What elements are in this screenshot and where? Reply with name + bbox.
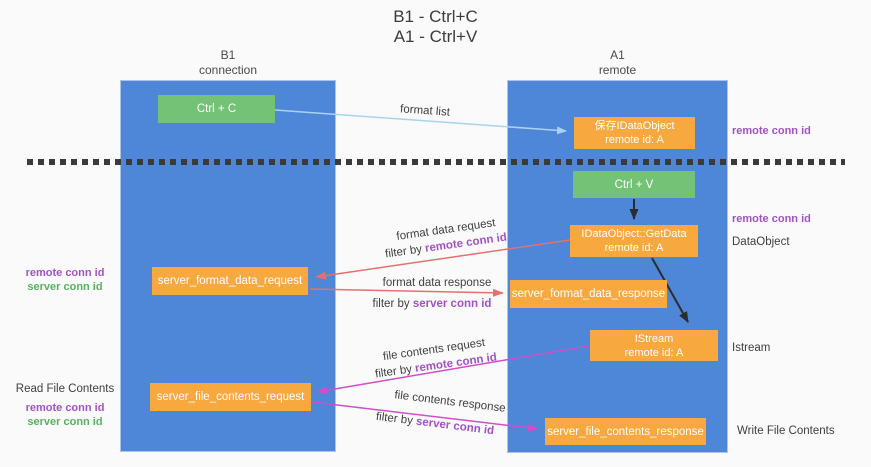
diagram-title: B1 - Ctrl+C A1 - Ctrl+V	[0, 7, 871, 47]
box-ctrl-v-label: Ctrl + V	[614, 178, 654, 191]
box-ctrl-c: Ctrl + C	[158, 95, 275, 123]
box-save-idataobject-line2: remote id: A	[605, 134, 664, 146]
box-server-file-contents-response-label: server_file_contents_response	[547, 425, 704, 438]
box-istream-line1: IStream	[634, 332, 674, 345]
box-idataobject-getdata: IDataObject::GetData remote id: A	[570, 225, 698, 257]
filter-by-text-2: filter by	[372, 298, 413, 310]
filter-key-server-2: server conn id	[415, 415, 495, 438]
label-format-list: format list	[399, 103, 451, 119]
box-server-file-contents-request: server_file_contents_request	[150, 383, 311, 411]
title-line-b1: B1 - Ctrl+C	[393, 7, 478, 26]
box-ctrl-c-label: Ctrl + C	[196, 103, 237, 115]
label-server-conn-id-left2: server conn id	[27, 416, 103, 428]
lane-header-a1: A1 remote	[507, 48, 728, 78]
label-server-conn-id-left: server conn id	[27, 281, 103, 293]
label-format-data-response: format data response	[382, 277, 492, 289]
label-remote-conn-id-mid: remote conn id	[732, 213, 811, 225]
label-istream: Istream	[732, 342, 771, 354]
lane-b1-name: B1	[220, 48, 236, 62]
box-server-file-contents-request-label: server_file_contents_request	[156, 391, 305, 403]
filter-by-text-3: filter by	[374, 362, 416, 381]
label-remote-conn-id-top: remote conn id	[732, 125, 811, 137]
box-save-idataobject-line1: 保存IDataObject	[594, 120, 675, 132]
label-write-file-contents: Write File Contents	[737, 425, 835, 437]
filter-key-server-1: server conn id	[412, 298, 492, 310]
session-divider-dashed-line	[27, 159, 845, 165]
filter-by-text-1: filter by	[384, 242, 426, 261]
box-server-format-data-response-label: server_format_data_response	[511, 288, 666, 300]
lane-a1-role: remote	[598, 63, 637, 77]
label-dataobject: DataObject	[732, 236, 790, 248]
label-read-file-contents: Read File Contents	[15, 383, 115, 395]
box-server-format-data-response: server_format_data_response	[510, 280, 667, 308]
lane-b1-role: connection	[198, 63, 258, 77]
box-idataobject-getdata-line2: remote id: A	[604, 242, 664, 254]
label-remote-conn-id-left2: remote conn id	[25, 402, 105, 414]
box-server-format-data-request: server_format_data_request	[152, 267, 308, 295]
box-server-file-contents-response: server_file_contents_response	[545, 418, 706, 445]
filter-by-text-4: filter by	[375, 410, 417, 428]
box-server-format-data-request-label: server_format_data_request	[157, 275, 303, 287]
label-file-contents-response-filter: filter by server conn id	[375, 411, 494, 437]
label-file-contents-response: file contents response	[393, 389, 507, 415]
arrow-format-data-response	[309, 288, 504, 297]
box-istream-line2: remote id: A	[624, 346, 684, 359]
label-format-data-response-filter: filter by server conn id	[373, 298, 492, 310]
label-left-conn-ids-format: remote conn id server conn id	[5, 266, 125, 294]
lane-header-b1: B1 connection	[120, 48, 336, 78]
box-idataobject-getdata-line1: IDataObject::GetData	[581, 228, 687, 240]
label-left-conn-ids-file: remote conn id server conn id	[5, 401, 125, 429]
box-istream: IStream remote id: A	[590, 330, 718, 361]
label-remote-conn-id-left: remote conn id	[25, 267, 105, 279]
box-ctrl-v: Ctrl + V	[573, 171, 695, 198]
title-line-a1: A1 - Ctrl+V	[393, 27, 478, 46]
box-save-idataobject: 保存IDataObject remote id: A	[574, 117, 695, 149]
lane-a1-name: A1	[610, 48, 625, 62]
